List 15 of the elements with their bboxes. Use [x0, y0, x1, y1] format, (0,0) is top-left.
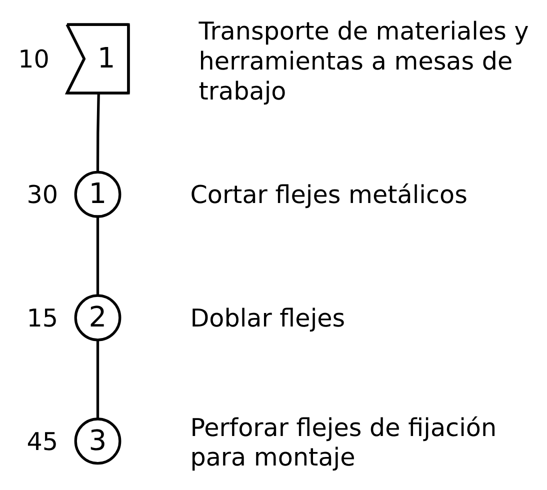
time-value: 45 — [26, 426, 58, 456]
time-value: 10 — [18, 44, 50, 74]
operation-circle: 2 — [74, 294, 122, 342]
connector-line — [96, 216, 100, 296]
connector-line — [96, 94, 100, 172]
transport-arrow: 1 — [66, 23, 130, 94]
time-value: 15 — [26, 304, 58, 333]
step-description: Perforar flejes de fijación para montaje — [190, 412, 497, 472]
operation-circle: 1 — [74, 170, 122, 218]
step-description: Doblar flejes — [190, 304, 346, 333]
time-value: 30 — [26, 180, 58, 210]
connector-line — [96, 340, 100, 419]
operation-circle: 3 — [74, 418, 122, 465]
step-description: Transporte de materiales y herramientas a mesas de trabajo — [198, 16, 529, 106]
step-description: Cortar flejes metálicos — [190, 180, 468, 210]
